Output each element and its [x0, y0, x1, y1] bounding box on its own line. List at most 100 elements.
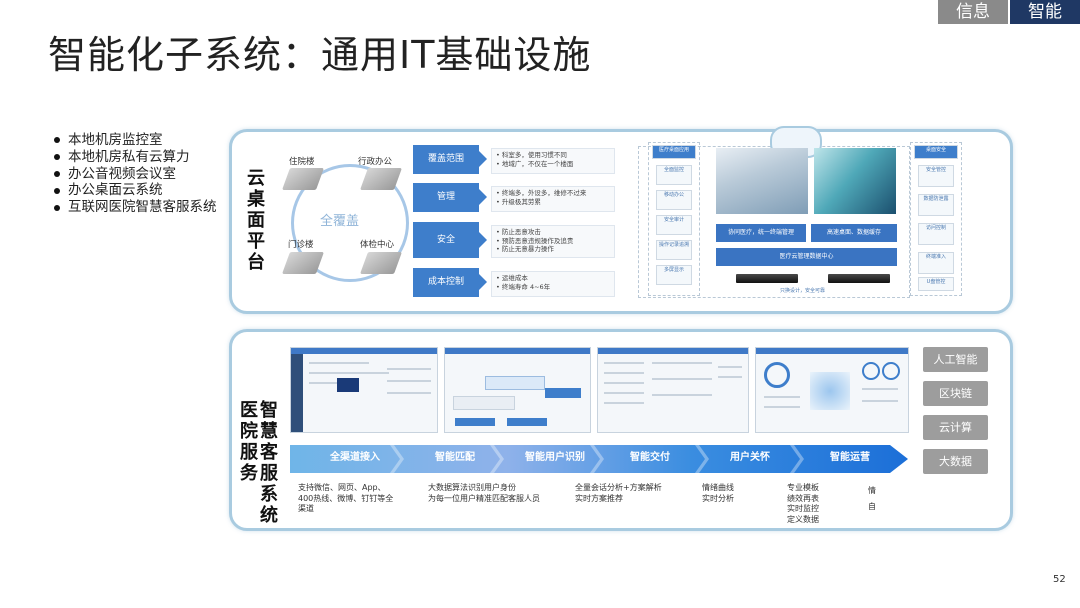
title-char: 服 [258, 463, 280, 484]
row-label: 安全 [413, 222, 479, 258]
list-item-label: 办公桌面云系统 [68, 182, 163, 199]
arrow-icon [479, 232, 487, 248]
row-text: • 防止恶意攻击 • 预防恶意违规操作及追责 • 防止无意暴力操作 [491, 225, 615, 258]
desc-line: 自 [868, 499, 888, 515]
issue-row-management: 管理 • 终端多，外设多，维修不过来 • 升级极其劳累 [413, 183, 615, 212]
arrow-icon [479, 151, 487, 167]
building-label-clinic: 门诊楼 [288, 238, 314, 250]
bullet-icon [54, 137, 60, 143]
step-operations: 智能运营 [805, 444, 895, 472]
row-text-line: • 地域广，不仅在一个楼面 [496, 160, 610, 169]
security-tile: U盘管控 [918, 277, 954, 291]
step-matching: 智能匹配 [410, 444, 500, 472]
list-item: 办公音视频会议室 [54, 166, 217, 183]
list-item: 办公桌面云系统 [54, 182, 217, 199]
hospital-lobby-photo [716, 148, 808, 214]
row-label: 成本控制 [413, 268, 479, 297]
desc-line: 定义数据 [787, 515, 847, 526]
step-delivery: 智能交付 [605, 444, 695, 472]
medical-imaging-photo [814, 148, 896, 214]
list-item: 互联网医院智慧客服系统 [54, 199, 217, 216]
smart-service-title: 智 慧 客 服 系 统 [258, 400, 280, 526]
tech-tag-ai: 人工智能 [923, 347, 988, 372]
step-desc-care: 情绪曲线 实时分析 [702, 483, 762, 504]
issue-row-coverage: 覆盖范围 • 科室多，使用习惯不同 • 地域广，不仅在一个楼面 [413, 145, 615, 174]
screenshot-user-list [597, 347, 749, 433]
list-item: 本地机房私有云算力 [54, 149, 217, 166]
title-char: 统 [258, 505, 280, 526]
desc-line: 400热线、微博、钉钉等全 [298, 494, 408, 505]
desc-line: 情绪曲线 [702, 483, 762, 494]
desc-line: 实时方案推荐 [575, 494, 695, 505]
arrow-icon [479, 189, 487, 205]
row-text: • 科室多，使用习惯不同 • 地域广，不仅在一个楼面 [491, 148, 615, 174]
screenshot-dashboard [755, 347, 909, 433]
title-char: 服 [238, 442, 260, 463]
bullet-icon [54, 188, 60, 194]
title-char: 医 [238, 400, 260, 421]
step-user-care: 用户关怀 [705, 444, 795, 472]
row-text-line: • 升级极其劳累 [496, 198, 610, 207]
list-item-label: 本地机房私有云算力 [68, 149, 190, 166]
title-char: 客 [258, 442, 280, 463]
step-desc-delivery: 全量会话分析+方案解析 实时方案推荐 [575, 483, 695, 504]
security-tile: 终端准入 [918, 252, 954, 274]
desc-line: 渠道 [298, 504, 408, 515]
page-title: 智能化子系统：通用IT基础设施 [48, 24, 591, 79]
app-tile: 安全审计 [656, 215, 692, 235]
issue-row-cost: 成本控制 • 运维成本 • 终端寿命 4~6年 [413, 268, 615, 297]
server-icon [736, 274, 798, 283]
desc-line: 专业模板 [787, 483, 847, 494]
step-desc-extra: 情 自 [868, 483, 888, 515]
server-caption: 只换设计，安全可靠 [780, 287, 825, 294]
bullet-icon [54, 205, 60, 211]
step-desc-omnichannel: 支持微信、网页、App、 400热线、微博、钉钉等全 渠道 [298, 483, 408, 515]
desc-line: 全量会话分析+方案解析 [575, 483, 695, 494]
title-char: 智 [258, 400, 280, 421]
list-item-label: 办公音视频会议室 [68, 166, 176, 183]
tab-info[interactable]: 信息 [938, 0, 1008, 24]
bullet-list: 本地机房监控室 本地机房私有云算力 办公音视频会议室 办公桌面云系统 互联网医院… [54, 132, 217, 216]
desc-line: 大数据算法识别用户身份 [428, 483, 568, 494]
security-tile: 访问控制 [918, 223, 954, 245]
row-text-line: • 终端多，外设多，维修不过来 [496, 189, 610, 198]
title-char: 台 [245, 252, 267, 273]
step-desc-matching: 大数据算法识别用户身份 为每一位用户精准匹配客服人员 [428, 483, 568, 504]
page-number: 52 [1053, 574, 1066, 585]
title-char: 面 [245, 210, 267, 231]
bullet-icon [54, 171, 60, 177]
row-text: • 终端多，外设多，维修不过来 • 升级极其劳累 [491, 186, 615, 212]
issue-row-security: 安全 • 防止恶意攻击 • 预防恶意违规操作及追责 • 防止无意暴力操作 [413, 222, 615, 258]
building-label-admin: 行政办公 [358, 155, 392, 167]
tab-smart[interactable]: 智能 [1010, 0, 1080, 24]
app-tile: 移动办公 [656, 190, 692, 210]
title-char: 务 [238, 463, 260, 484]
building-label-hospital: 住院楼 [289, 155, 315, 167]
list-item-label: 互联网医院智慧客服系统 [68, 199, 217, 216]
left-column-title: 医疗桌面应用 [652, 145, 696, 159]
row-text: • 运维成本 • 终端寿命 4~6年 [491, 271, 615, 297]
cloud-desktop-title: 云 桌 面 平 台 [245, 168, 267, 273]
screenshot-matching [444, 347, 591, 433]
desc-line: 情 [868, 483, 888, 499]
row-text-line: • 运维成本 [496, 274, 610, 283]
step-user-identification: 智能用户识别 [505, 444, 605, 472]
title-char: 慧 [258, 421, 280, 442]
screenshot-chat-console [290, 347, 438, 433]
building-label-checkup: 体检中心 [360, 238, 394, 250]
row-text-line: • 预防恶意违规操作及追责 [496, 237, 610, 246]
bullet-icon [54, 154, 60, 160]
row-text-line: • 科室多，使用习惯不同 [496, 151, 610, 160]
row-label: 管理 [413, 183, 479, 212]
title-char: 云 [245, 168, 267, 189]
title-char: 平 [245, 231, 267, 252]
title-char: 院 [238, 421, 260, 442]
security-tile: 安全管控 [918, 165, 954, 187]
row-text-line: • 防止恶意攻击 [496, 228, 610, 237]
coverage-label: 全覆盖 [320, 210, 359, 229]
title-char: 系 [258, 484, 280, 505]
arch-bar-datacenter: 医疗云管理数据中心 [716, 248, 897, 266]
arrow-icon [479, 274, 487, 290]
arch-bar-terminal: 协同医疗，统一终端管理 [716, 224, 806, 242]
tech-tag-cloud: 云计算 [923, 415, 988, 440]
